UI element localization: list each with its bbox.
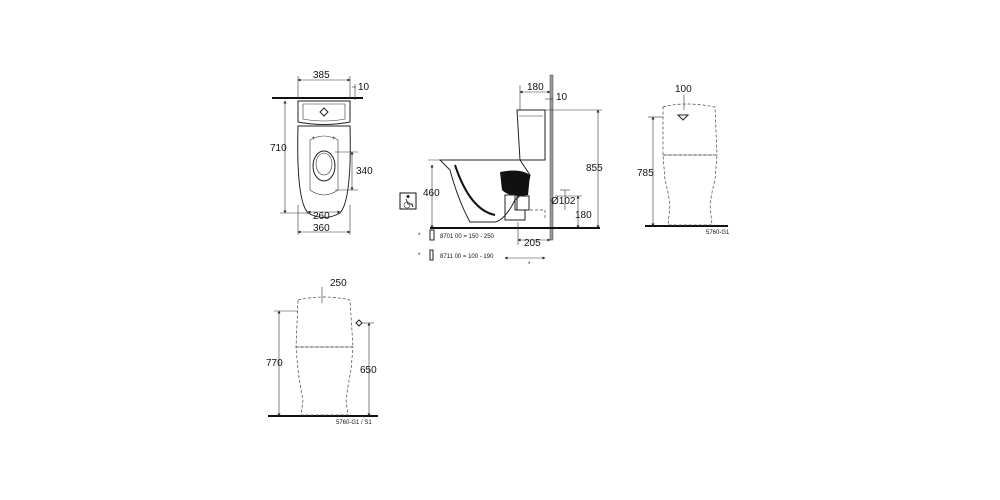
bowl-trap	[454, 164, 496, 216]
cistern-side	[516, 109, 546, 161]
note-asterisk-1: *	[418, 233, 421, 239]
bowl-front	[662, 154, 718, 226]
dim-360: 360	[313, 223, 330, 234]
flush-button-icon	[676, 114, 690, 121]
dim-100: 100	[675, 84, 692, 95]
cistern-rear	[295, 296, 354, 348]
dim-460: 460	[423, 188, 440, 199]
dim-770: 770	[266, 358, 283, 369]
trap-section	[500, 170, 530, 196]
rear-view: 250 770 650 5760-G1 / S1	[266, 278, 378, 426]
dim-205: 205	[524, 238, 541, 249]
fixing-mark-left: +	[312, 136, 316, 142]
cistern-front	[662, 103, 718, 156]
wheelchair-icon-head	[406, 195, 410, 198]
dim-650: 650	[360, 365, 377, 376]
note-asterisk-2: *	[418, 253, 421, 259]
model-code-front: 5760-G1	[706, 230, 730, 236]
cistern-lid	[302, 103, 346, 122]
flush-button-icon	[319, 107, 329, 117]
dim-180-bottom: 180	[575, 210, 592, 221]
dim-385: 385	[313, 70, 330, 81]
seat-inner	[315, 152, 333, 176]
dim-340: 340	[356, 166, 373, 177]
side-view: 180 10 855 460 Ø102 180 205 * 8701 00 = …	[399, 74, 603, 268]
dim-250: 250	[330, 278, 347, 289]
front-view: 100 785 5760-G1	[637, 84, 730, 236]
seat-hole	[312, 150, 336, 182]
dim-180-top: 180	[527, 82, 544, 93]
wheelchair-icon-wheel	[403, 201, 411, 209]
dim-855: 855	[586, 163, 603, 174]
dim-10: 10	[358, 82, 370, 93]
outlet-pipe	[504, 194, 526, 221]
dim-785: 785	[637, 168, 654, 179]
outlet-flange	[516, 195, 530, 211]
note-2: 8711 00 = 100 - 190	[440, 254, 494, 260]
fixing-mark-right: +	[332, 136, 336, 142]
top-view: + + 385 10 710 340 260 360	[270, 70, 373, 235]
cistern-outline	[297, 100, 351, 125]
connector-icon-1	[429, 229, 435, 241]
note-1: 8701 00 = 150 - 250	[440, 234, 495, 240]
bowl-rim	[309, 135, 339, 196]
wall	[549, 74, 554, 241]
model-code-rear: 5760-G1 / S1	[336, 420, 372, 426]
note-asterisk-3: *	[528, 262, 531, 268]
dim-10-side: 10	[556, 92, 568, 103]
water-inlet-icon	[355, 319, 363, 327]
dim-260: 260	[313, 211, 330, 222]
bowl-outline	[297, 125, 351, 218]
outlet-connector	[525, 209, 546, 220]
dim-710: 710	[270, 143, 287, 154]
dim-d102: Ø102	[551, 196, 576, 207]
bowl-rear	[295, 346, 354, 416]
connector-icon-2	[429, 249, 434, 261]
